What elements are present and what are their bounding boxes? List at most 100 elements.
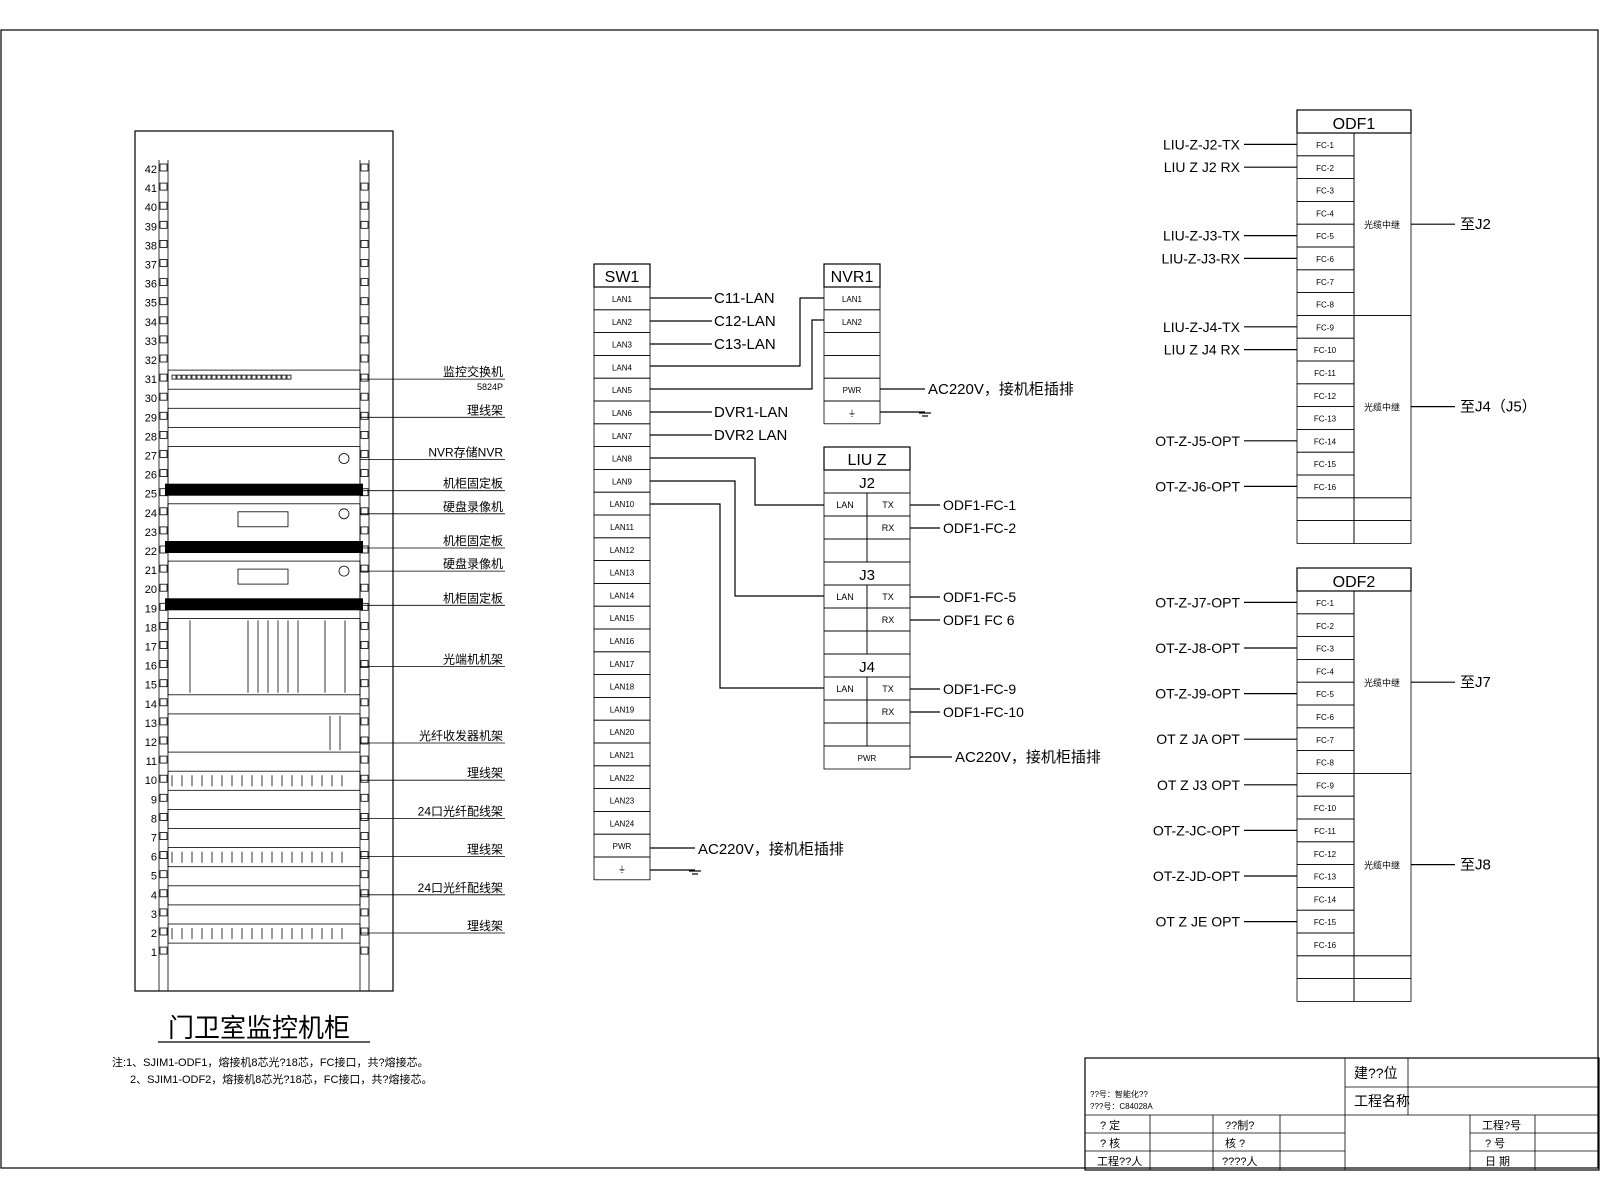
- rack-label: 理线架: [467, 919, 503, 933]
- rack-label: 理线架: [467, 843, 503, 857]
- rack-hole-left: [159, 774, 168, 783]
- rack-hole-right: [360, 755, 369, 764]
- liu-cell-label: LAN: [836, 500, 854, 510]
- liu-cell: [866, 722, 911, 747]
- rack-unit-number: 38: [145, 240, 157, 252]
- switch-port: [276, 374, 282, 380]
- switch-port: [286, 374, 292, 380]
- dvr-unit: [167, 560, 361, 600]
- liu-cell: [823, 515, 868, 540]
- odf2-port-label: FC-15: [1314, 918, 1337, 927]
- nvr1-port-label: PWR: [843, 386, 862, 395]
- switch-port: [176, 374, 182, 380]
- rack-hole-right: [360, 373, 369, 382]
- liu-out-label: ODF1-FC-1: [943, 497, 1016, 513]
- rack-unit-number: 34: [145, 317, 157, 329]
- rack-hole-right: [360, 259, 369, 267]
- odf1-dest-label: 至J4（J5）: [1460, 399, 1537, 416]
- odf1-ports: FC-1FC-2FC-3FC-4FC-5FC-6FC-7FC-8FC-9FC-1…: [1155, 132, 1537, 544]
- odf1-port-label: FC-2: [1316, 164, 1334, 173]
- odf1-spare: [1353, 520, 1412, 544]
- rack-hole-left: [159, 297, 168, 306]
- switch-port: [236, 374, 242, 380]
- rack-hole-right: [360, 201, 369, 210]
- tb-r1a: ? 定: [1100, 1118, 1120, 1132]
- rack-hole-left: [159, 182, 168, 191]
- rack-unit-number: 13: [145, 718, 157, 730]
- switch-port: [211, 374, 217, 380]
- rack-label-sub: 5824P: [477, 382, 503, 392]
- fixing-plate: [165, 598, 363, 611]
- rack-hole-right: [360, 927, 369, 936]
- odf2-spare: [1296, 955, 1355, 979]
- rack-unit-number: 35: [145, 298, 157, 310]
- rack-label: 机柜固定板: [443, 533, 503, 548]
- liu-cell-label: LAN: [836, 592, 854, 602]
- odf1-spare: [1296, 520, 1355, 544]
- rack-hole-left: [159, 927, 168, 936]
- rack-hole-left: [159, 392, 168, 401]
- tb-r3a: 工程??人: [1097, 1155, 1142, 1168]
- rack-unit-number: 17: [145, 642, 157, 654]
- odf1-in-label: LIU Z J2 RX: [1164, 159, 1241, 175]
- sw1-port-label: LAN19: [610, 705, 635, 714]
- liu-power: AC220V，接机柜插排: [955, 749, 1101, 766]
- odf2-in-label: OT Z JA OPT: [1156, 731, 1240, 747]
- rack-hole-right: [360, 774, 369, 783]
- odf1-cable-label: 光缆中继: [1364, 402, 1400, 413]
- cable-manager: [167, 847, 361, 868]
- liu-group-name: J3: [859, 567, 875, 584]
- odf2-dest-label: 至J7: [1460, 674, 1491, 691]
- rack-label: 光端机机架: [443, 653, 503, 667]
- rack-hole-left: [159, 813, 168, 821]
- conn-dvr2: DVR2 LAN: [714, 427, 787, 444]
- rack-hole-left: [159, 889, 168, 898]
- odf2-in-label: OT Z J3 OPT: [1157, 777, 1240, 793]
- odf2-port-label: FC-3: [1316, 645, 1334, 654]
- odf2-in-label: OT Z JE OPT: [1155, 914, 1240, 930]
- odf1-port-label: FC-7: [1316, 278, 1334, 287]
- dvr-display: [237, 511, 289, 528]
- rack-hole-left: [159, 469, 168, 478]
- odf2-dest-label: 至J8: [1460, 857, 1491, 874]
- rack-hole-left: [159, 851, 168, 859]
- rack-cabinet: 4241403938373635343332313029282726252423…: [134, 130, 505, 992]
- rack-hole-right: [360, 411, 369, 420]
- rack-unit-number: 22: [145, 546, 157, 558]
- liu-cell: [823, 630, 868, 655]
- rack-unit-number: 16: [145, 661, 157, 673]
- nvr1-power: AC220V，接机柜插排: [928, 381, 1074, 398]
- switch-port: [186, 374, 192, 380]
- rack-label: 机柜固定板: [443, 476, 503, 491]
- rack-hole-left: [159, 622, 168, 630]
- odf2-port-label: FC-10: [1314, 804, 1337, 813]
- rack-hole-right: [360, 717, 369, 726]
- sw1-port-label: ⏚: [618, 865, 626, 874]
- odf2-spare: [1353, 978, 1412, 1002]
- rack-unit-number: 7: [151, 833, 157, 845]
- rack-hole-left: [159, 335, 168, 344]
- sw1-port-label: LAN3: [612, 341, 633, 350]
- odf2-port-label: FC-7: [1316, 736, 1334, 745]
- rack-hole-left: [159, 316, 168, 325]
- liu-cell-label: TX: [882, 500, 894, 510]
- rack-hole-left: [159, 259, 168, 267]
- liu-cell: [866, 538, 911, 563]
- sw1-port-label: LAN10: [610, 500, 635, 509]
- switch-port: [281, 374, 287, 380]
- rack-hole-right: [360, 622, 369, 630]
- odf2-in-label: OT-Z-J8-OPT: [1155, 640, 1240, 656]
- sw1-port-label: LAN20: [610, 728, 635, 737]
- sw1-port-label: LAN9: [612, 477, 633, 486]
- rack-unit-number: 40: [145, 202, 157, 214]
- rack-unit-numbers: 4241403938373635343332313029282726252423…: [145, 163, 369, 959]
- odf1-port-label: FC-14: [1314, 437, 1337, 446]
- odf1-dest-label: 至J2: [1460, 216, 1491, 233]
- rack-hole-right: [360, 660, 369, 668]
- switch-unit: [167, 369, 361, 390]
- liu-out-label: ODF1-FC-2: [943, 520, 1016, 536]
- title-block: ??号：智能化?? ???号：C84028A 建??位 工程名称 ? 定 ??制…: [1084, 1057, 1600, 1171]
- switch-port: [246, 374, 252, 380]
- liu-group-name: J4: [859, 659, 875, 676]
